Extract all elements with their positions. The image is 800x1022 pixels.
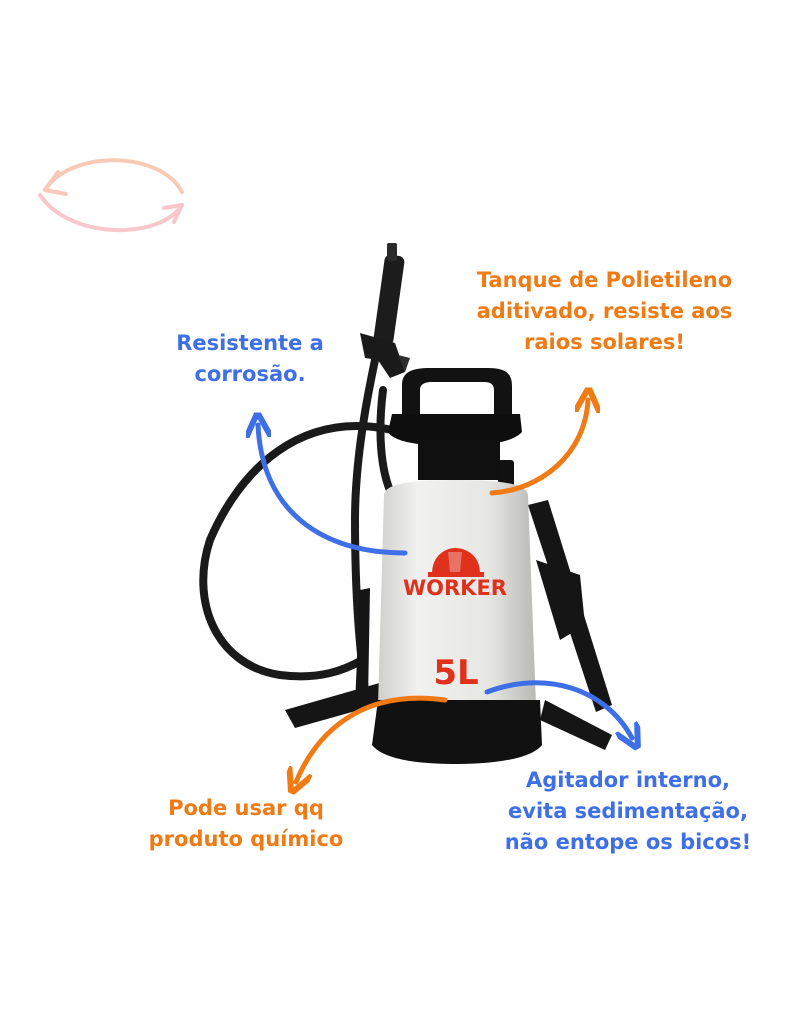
callout-line: Pode usar qq [168, 796, 324, 820]
arrow-curved-icon [258, 425, 408, 556]
callout-line: não entope os bicos! [504, 830, 752, 854]
callout-agitator: Agitador interno, evita sedimentação, nã… [478, 765, 778, 858]
spray-wand [360, 243, 410, 378]
carry-straps [285, 500, 612, 750]
callout-line: Tanque de Polietileno [476, 268, 733, 292]
callout-line: raios solares! [524, 330, 685, 354]
callout-chemical: Pode usar qq produto químico [128, 793, 364, 855]
callout-line: produto químico [148, 827, 344, 851]
tank-cap [388, 368, 522, 496]
callout-tank: Tanque de Polietileno aditivado, resiste… [452, 265, 757, 358]
arrow-curved-icon [296, 695, 448, 782]
callout-line: Agitador interno, [526, 768, 730, 792]
callout-line: aditivado, resiste aos [476, 299, 733, 323]
arrow-curved-icon [484, 680, 632, 738]
callout-corrosion: Resistente a corrosão. [160, 328, 340, 390]
capacity-text: 5L [433, 653, 478, 693]
worker-logo [428, 548, 484, 577]
brand-text: WORKER [403, 576, 507, 600]
callout-line: Resistente a [176, 331, 324, 355]
swap-arrows-icon [38, 158, 184, 232]
arrow-curved-icon [489, 400, 588, 496]
callout-line: corrosão. [194, 362, 306, 386]
tank-body [372, 480, 542, 764]
callout-line: evita sedimentação, [508, 799, 748, 823]
